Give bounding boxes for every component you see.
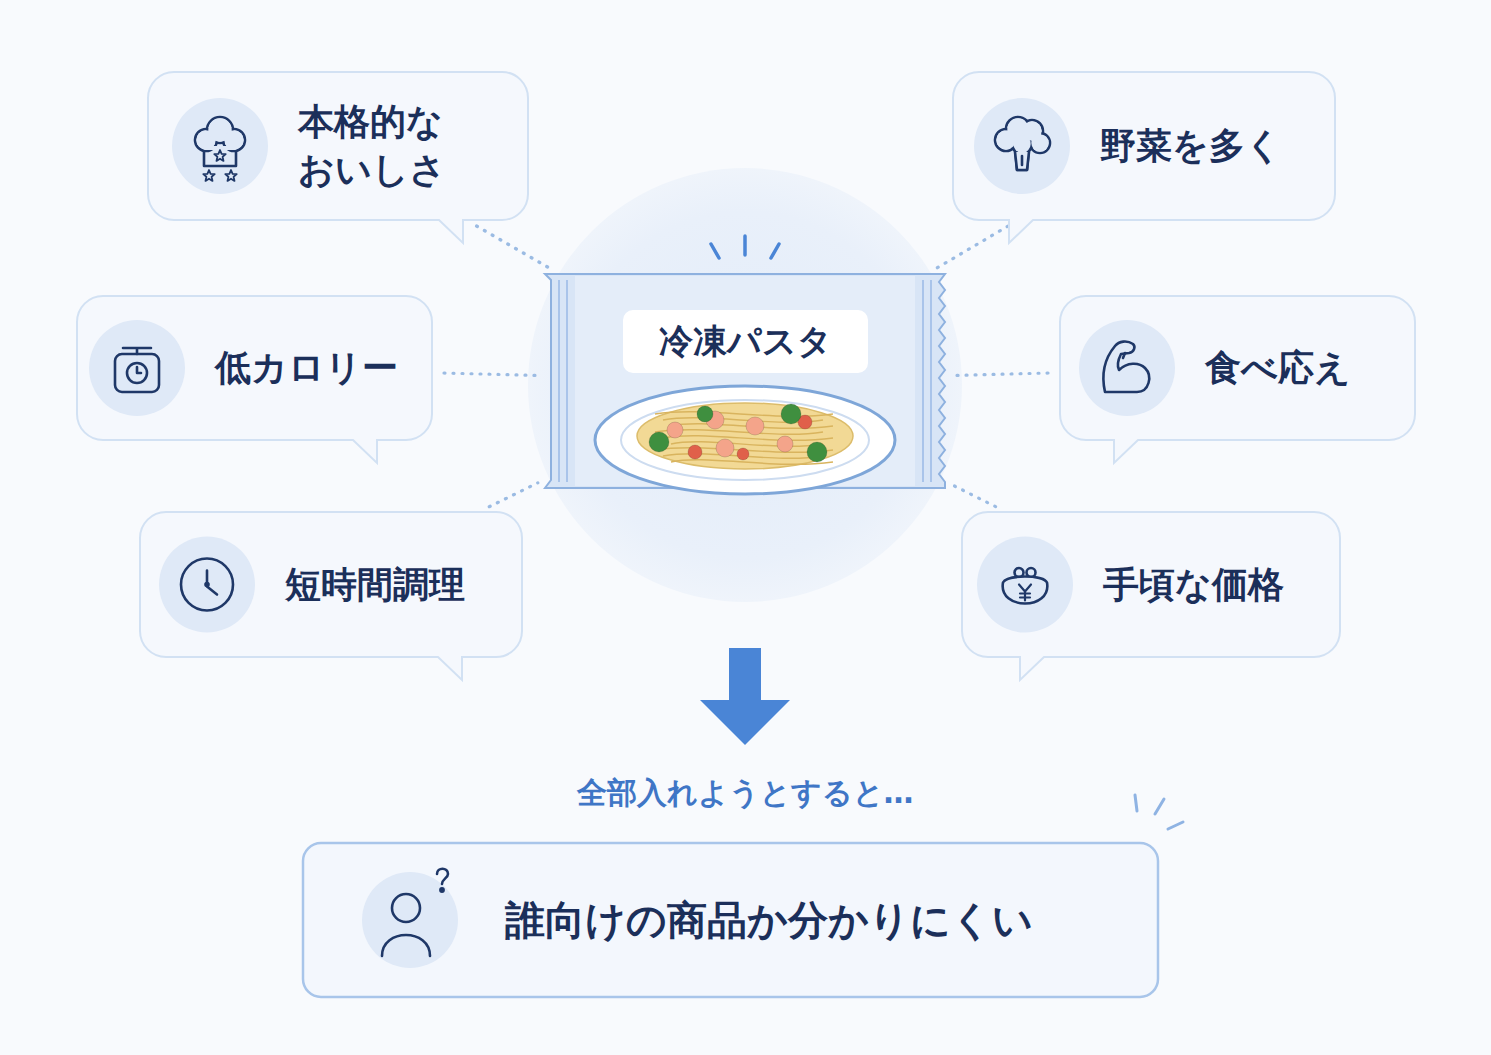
feature-text: 食べ応え xyxy=(1205,344,1351,392)
speech-bubble: 本格的な おいしさ xyxy=(148,72,528,220)
dotted-connector xyxy=(489,483,538,507)
bubble-shape xyxy=(148,72,528,220)
product-package: 冷凍パスタ xyxy=(545,274,945,488)
icon-clock xyxy=(159,537,255,633)
dotted-connector xyxy=(952,485,995,507)
feature-text: 本格的な おいしさ xyxy=(298,98,473,193)
bubble-outline xyxy=(77,296,432,463)
feature-text: 短時間調理 xyxy=(285,561,465,609)
speech-bubble: 食べ応え xyxy=(1060,296,1415,440)
dotted-connector xyxy=(953,373,1048,376)
conclusion-box: 誰向けの商品か分かりにくい xyxy=(303,843,1158,997)
speech-bubble: 短時間調理 xyxy=(140,512,522,657)
conclusion-text: 誰向けの商品か分かりにくい xyxy=(505,894,1033,947)
icon-broccoli xyxy=(974,98,1070,194)
feature-text: 低カロリー xyxy=(215,344,398,392)
dotted-connector xyxy=(934,226,1008,270)
dotted-connector xyxy=(477,226,553,270)
transition-text: 全部入れようとすると… xyxy=(577,773,914,814)
icon-scale xyxy=(89,320,185,416)
bubble-outline xyxy=(140,512,522,680)
speech-bubble: 野菜を多く xyxy=(953,72,1335,220)
down-arrow xyxy=(700,648,790,745)
bubble-outline xyxy=(148,72,528,243)
bubble-outline xyxy=(962,512,1340,680)
icon-person xyxy=(362,869,458,968)
center-halo xyxy=(528,168,962,602)
box-outline xyxy=(303,843,1158,997)
icon-chef xyxy=(172,98,268,194)
spark-lines xyxy=(711,236,779,258)
speech-bubble: 手頃な価格 xyxy=(962,512,1340,657)
icon-arm xyxy=(1079,320,1175,416)
pasta-plate xyxy=(595,386,895,494)
package-label: 冷凍パスタ xyxy=(623,310,868,373)
feature-text: 野菜を多く xyxy=(1100,122,1282,170)
feature-text: 手頃な価格 xyxy=(1103,561,1284,609)
spark-lines xyxy=(1135,795,1183,829)
icon-purse xyxy=(977,537,1073,633)
bubble-outline xyxy=(1060,296,1415,463)
dotted-connector xyxy=(444,373,537,375)
bubble-outline xyxy=(953,72,1335,243)
speech-bubble: 低カロリー xyxy=(77,296,432,440)
pouch-shape xyxy=(545,274,945,488)
